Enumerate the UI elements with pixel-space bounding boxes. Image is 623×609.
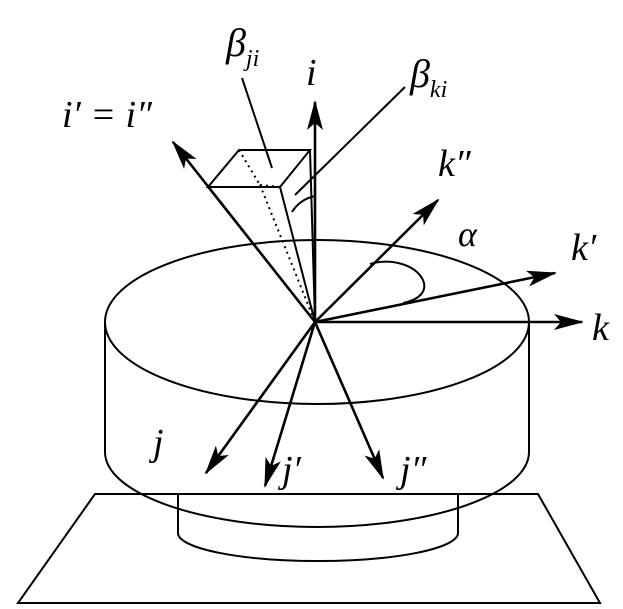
label-j-double-prime: j″ xyxy=(395,449,428,491)
label-beta-ji: βji xyxy=(225,20,259,72)
label-beta-ki: βki xyxy=(409,51,447,103)
beta-ki-arc xyxy=(291,195,316,213)
label-k: k xyxy=(592,307,610,349)
axis-j-double-prime xyxy=(313,321,385,480)
pedestal xyxy=(177,495,459,562)
label-k-prime: k′ xyxy=(571,227,597,269)
label-k-double-prime: k″ xyxy=(438,143,472,185)
beta-ji-leader xyxy=(241,77,273,169)
beta-ji-prism xyxy=(205,149,316,323)
label-i-prime-equals-i-double-prime: i′ = i″ xyxy=(62,94,153,136)
label-alpha: α xyxy=(458,214,478,254)
label-j-prime: j′ xyxy=(277,449,302,491)
turntable-disk xyxy=(104,239,530,528)
beta-ki-leader xyxy=(294,86,406,196)
axis-k-double-prime xyxy=(314,198,440,323)
label-i: i xyxy=(306,52,317,94)
axis-k-prime xyxy=(314,270,557,324)
base-plate xyxy=(16,493,602,604)
axis-j xyxy=(204,321,317,475)
label-j: j xyxy=(148,422,164,464)
alpha-arc xyxy=(369,260,426,304)
axis-j-prime xyxy=(263,321,317,488)
